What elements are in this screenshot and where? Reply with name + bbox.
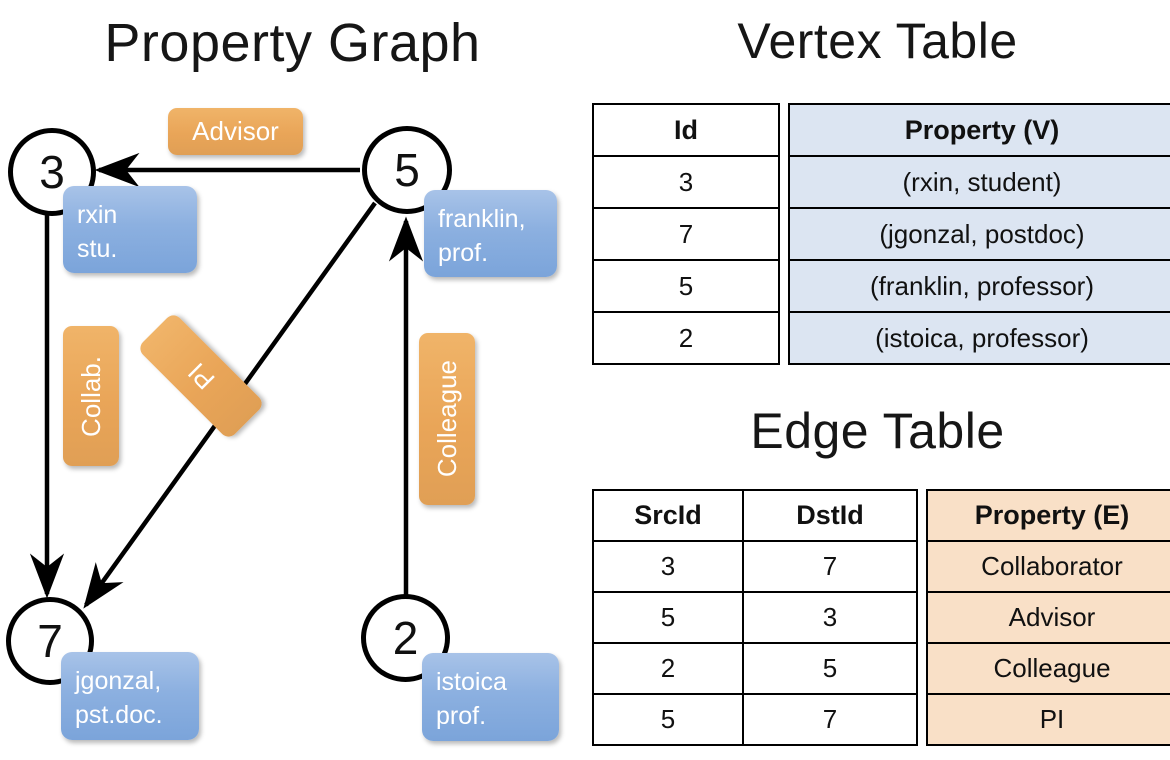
column-gap xyxy=(779,260,789,312)
edge-cell-property: Advisor xyxy=(926,591,1170,644)
vertex-cell-id: 7 xyxy=(592,207,780,261)
callout-jgonzal-line2: pst.doc. xyxy=(75,701,163,729)
graph-node-2-label: 2 xyxy=(392,612,419,664)
edge-cell-srcid: 5 xyxy=(592,591,744,644)
column-gap xyxy=(779,312,789,364)
column-gap xyxy=(917,694,927,745)
node-property-callout-jgonzal: jgonzal, pst.doc. xyxy=(61,652,199,740)
vertex-cell-id: 5 xyxy=(592,259,780,313)
vertex-col-header-property: Property (V) xyxy=(788,103,1170,157)
graph-node-5-label: 5 xyxy=(394,144,420,196)
edge-cell-dstid: 5 xyxy=(742,642,918,695)
column-gap xyxy=(779,104,789,156)
vertex-col-header-id: Id xyxy=(592,103,780,157)
table-row: 3 (rxin, student) xyxy=(592,155,1170,209)
edge-col-header-dstid: DstId xyxy=(742,489,918,542)
edge-cell-dstid: 7 xyxy=(742,540,918,593)
vertex-cell-property: (rxin, student) xyxy=(788,155,1170,209)
edge-col-header-srcid: SrcId xyxy=(592,489,744,542)
column-gap xyxy=(779,208,789,260)
edge-label-advisor-text: Advisor xyxy=(192,116,279,146)
edge-table: SrcId DstId Property (E) 3 7 Collaborato… xyxy=(592,489,1170,746)
vertex-cell-property: (franklin, professor) xyxy=(788,259,1170,313)
property-graph-diagram: 3 5 7 2 rxin stu. franklin, prof. jgonza… xyxy=(6,108,559,741)
vertex-cell-property: (istoica, professor) xyxy=(788,311,1170,365)
page-title-property-graph: Property Graph xyxy=(104,13,481,73)
graph-node-5[interactable]: 5 xyxy=(362,126,452,214)
column-gap xyxy=(917,541,927,592)
edge-label-colleague: Colleague xyxy=(419,333,475,505)
node-property-callout-istoica: istoica prof. xyxy=(422,653,559,741)
callout-franklin-line1: franklin, xyxy=(438,205,526,233)
table-header-row: Id Property (V) xyxy=(592,103,1170,157)
callout-franklin-line2: prof. xyxy=(438,239,489,267)
table-row: 2 5 Colleague xyxy=(592,642,1170,695)
page-title-vertex-table: Vertex Table xyxy=(737,13,1018,69)
callout-rxin-line2: stu. xyxy=(77,235,118,263)
node-property-callout-rxin: rxin stu. xyxy=(63,186,197,273)
callout-rxin-line1: rxin xyxy=(77,201,118,229)
edge-cell-srcid: 5 xyxy=(592,693,744,746)
page-title-edge-table: Edge Table xyxy=(750,403,1005,459)
graph-node-7-label: 7 xyxy=(37,615,63,667)
table-header-row: SrcId DstId Property (E) xyxy=(592,489,1170,542)
edge-cell-dstid: 3 xyxy=(742,591,918,644)
table-row: 3 7 Collaborator xyxy=(592,540,1170,593)
vertex-table: Id Property (V) 3 (rxin, student) 7 (jgo… xyxy=(592,103,1170,365)
column-gap xyxy=(917,592,927,643)
node-property-callout-franklin: franklin, prof. xyxy=(424,190,557,277)
edge-cell-property: Collaborator xyxy=(926,540,1170,593)
vertex-cell-id: 3 xyxy=(592,155,780,209)
edge-label-advisor: Advisor xyxy=(168,108,303,155)
edge-cell-property: PI xyxy=(926,693,1170,746)
column-gap xyxy=(917,643,927,694)
edge-label-colleague-text: Colleague xyxy=(431,360,462,478)
edge-label-collab: Collab. xyxy=(63,326,119,466)
edge-cell-srcid: 2 xyxy=(592,642,744,695)
edge-cell-property: Colleague xyxy=(926,642,1170,695)
graph-node-2[interactable]: 2 xyxy=(361,594,450,682)
table-row: 2 (istoica, professor) xyxy=(592,311,1170,365)
vertex-cell-property: (jgonzal, postdoc) xyxy=(788,207,1170,261)
callout-istoica-line2: prof. xyxy=(436,702,487,730)
table-row: 5 (franklin, professor) xyxy=(592,259,1170,313)
callout-jgonzal-line1: jgonzal, xyxy=(75,667,162,695)
column-gap xyxy=(917,490,927,541)
table-row: 5 7 PI xyxy=(592,693,1170,746)
edge-col-header-property: Property (E) xyxy=(926,489,1170,542)
column-gap xyxy=(779,156,789,208)
edge-cell-dstid: 7 xyxy=(742,693,918,746)
table-row: 5 3 Advisor xyxy=(592,591,1170,644)
edge-label-collab-text: Collab. xyxy=(75,355,106,437)
callout-istoica-line1: istoica xyxy=(436,668,507,696)
edge-label-pi-text: PI xyxy=(181,357,220,396)
graph-node-3-label: 3 xyxy=(39,146,65,198)
vertex-cell-id: 2 xyxy=(592,311,780,365)
table-row: 7 (jgonzal, postdoc) xyxy=(592,207,1170,261)
edge-cell-srcid: 3 xyxy=(592,540,744,593)
